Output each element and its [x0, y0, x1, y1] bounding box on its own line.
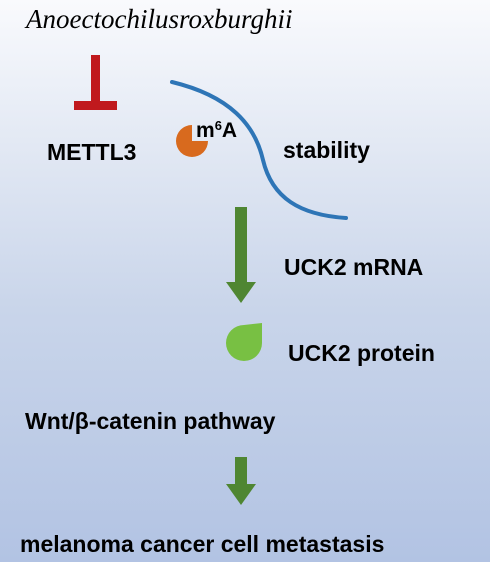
mettl3-label: METTL3 — [47, 139, 137, 165]
species-title: Anoectochilusroxburghii — [26, 4, 293, 34]
m6a-base: m — [196, 119, 215, 142]
metastasis-label: melanoma cancer cell metastasis — [20, 531, 385, 557]
inhibition-symbol — [74, 55, 117, 110]
m6a-superscript: 6 — [214, 118, 222, 133]
uck2-mrna-label: UCK2 mRNA — [284, 254, 424, 280]
down-arrow-1 — [226, 207, 256, 303]
m6a-label: m6A — [196, 119, 237, 141]
uck2-protein-label: UCK2 protein — [288, 340, 435, 366]
m6a-suffix: A — [221, 119, 238, 142]
stability-label: stability — [283, 137, 370, 163]
wnt-pathway-label: Wnt/β-catenin pathway — [25, 408, 276, 434]
m6a-mark-icon — [176, 125, 208, 157]
mrna-strand — [170, 80, 348, 220]
down-arrow-2 — [226, 457, 256, 505]
uck2-protein-icon — [226, 323, 262, 361]
